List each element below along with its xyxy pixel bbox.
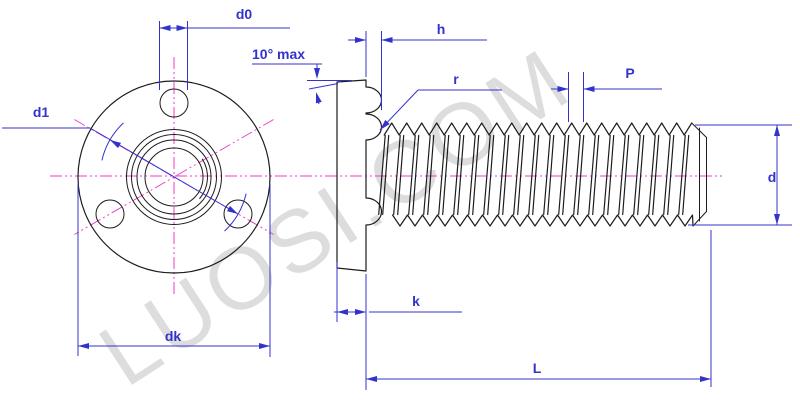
weld-projection-right <box>223 199 253 229</box>
d1-pitch-arc-upper <box>101 122 124 161</box>
thread-flank-line <box>468 134 476 216</box>
thread-profile-path <box>383 122 693 136</box>
dimension-d: d <box>688 124 792 226</box>
d1-label: d1 <box>33 104 50 120</box>
thread-flank-line <box>588 134 596 216</box>
h-arrow-left <box>355 37 366 43</box>
dimension-d0: d0 <box>159 6 290 90</box>
thread-flank-line <box>453 134 461 216</box>
shank-circle <box>136 139 212 215</box>
d-arrow-bottom <box>774 214 780 225</box>
thread-flank-line <box>622 134 630 216</box>
boss-circle-inner <box>131 134 217 220</box>
dk-label: dk <box>165 328 182 344</box>
thread-flank-line <box>633 134 641 216</box>
thread-flank-line <box>397 134 405 216</box>
d0-label: d0 <box>236 6 253 22</box>
h-label: h <box>437 21 446 37</box>
thread-flank-line <box>513 134 521 216</box>
L-label: L <box>533 360 542 376</box>
thread-flank-line <box>667 134 675 216</box>
dimension-k: k <box>334 262 462 390</box>
k-arrow-right <box>355 309 366 315</box>
thread-flank-line <box>438 134 446 216</box>
angle-arrow-down <box>314 68 320 79</box>
weld-projection-top <box>159 88 189 118</box>
L-arrow-left <box>366 376 377 382</box>
dimension-d1: d1 <box>2 104 247 232</box>
P-arrow-right <box>583 86 595 92</box>
thread-flank-line <box>607 134 615 216</box>
thread-flank-line <box>382 134 390 216</box>
dk-arrow-left <box>78 343 89 349</box>
d-arrow-top <box>774 125 780 136</box>
thread-flank-line <box>637 134 645 216</box>
thread-lines <box>378 122 694 227</box>
thread-flank-line <box>558 134 566 216</box>
thread-flank-line <box>378 134 386 216</box>
thread-flank-line <box>573 134 581 216</box>
front-view: d0 d1 dk <box>2 6 723 357</box>
thread-flank-line <box>543 134 551 216</box>
thread-flank-line <box>648 134 656 216</box>
P-label: P <box>625 65 634 81</box>
thread-flank-line <box>423 134 431 216</box>
dimension-L: L <box>366 230 712 387</box>
thread-flank-line <box>457 134 465 216</box>
thread-flank-line <box>502 134 510 216</box>
h-arrow-right <box>381 37 393 43</box>
d1-arrow-upper <box>110 140 122 149</box>
d1-arrow-lower <box>226 205 238 214</box>
d-label: d <box>768 169 777 185</box>
thread-flank-line <box>603 134 611 216</box>
dimension-P: P <box>551 65 662 122</box>
thread-flank-line <box>678 134 686 216</box>
thread-flank-line <box>393 134 401 216</box>
thread-flank-line <box>483 134 491 216</box>
k-arrow-left <box>337 309 348 315</box>
side-view: 10° max h r P <box>252 21 792 390</box>
thread-flank-line <box>442 134 450 216</box>
d0-arrow-left <box>159 25 171 31</box>
P-arrow-left <box>557 86 569 92</box>
dimension-dk: dk <box>77 184 271 357</box>
thread-flank-line <box>547 134 555 216</box>
r-label: r <box>453 71 459 87</box>
thread-flank-line <box>577 134 585 216</box>
dimension-r: r <box>379 71 502 131</box>
thread-flank-line <box>592 134 600 216</box>
k-label: k <box>412 293 420 309</box>
thread-flank-line <box>498 134 506 216</box>
thread-bore-circle <box>144 147 204 207</box>
weld-projection-left <box>95 199 125 229</box>
d1-pitch-arc-lower <box>224 193 247 232</box>
thread-flank-line <box>663 134 671 216</box>
angle-label: 10° max <box>252 46 305 62</box>
thread-flank-line <box>682 134 690 216</box>
thread-flank-line <box>618 134 626 216</box>
thread-runout-arc <box>199 158 209 199</box>
boss-circle-outer <box>126 129 222 225</box>
dk-arrow-right <box>259 343 270 349</box>
thread-flank-line <box>517 134 525 216</box>
thread-flank-line <box>487 134 495 216</box>
thread-flank-line <box>528 134 536 216</box>
thread-flank-line <box>652 134 660 216</box>
dimension-h: h <box>348 21 487 110</box>
flange-outer-circle <box>77 80 271 274</box>
thread-flank-line <box>412 134 420 216</box>
thread-flank-line <box>562 134 570 216</box>
thread-flank-line <box>427 134 435 216</box>
d0-arrow-right <box>176 25 188 31</box>
thread-flank-line <box>408 134 416 216</box>
thread-profile-path <box>391 214 694 227</box>
L-arrow-right <box>700 376 711 382</box>
r-arrow <box>380 119 390 130</box>
thread-flank-line <box>472 134 480 216</box>
angle-arrow-up <box>315 92 322 104</box>
dimension-angle: 10° max <box>252 46 352 105</box>
angle-reference-slant <box>308 83 339 90</box>
thread-flank-line <box>532 134 540 216</box>
